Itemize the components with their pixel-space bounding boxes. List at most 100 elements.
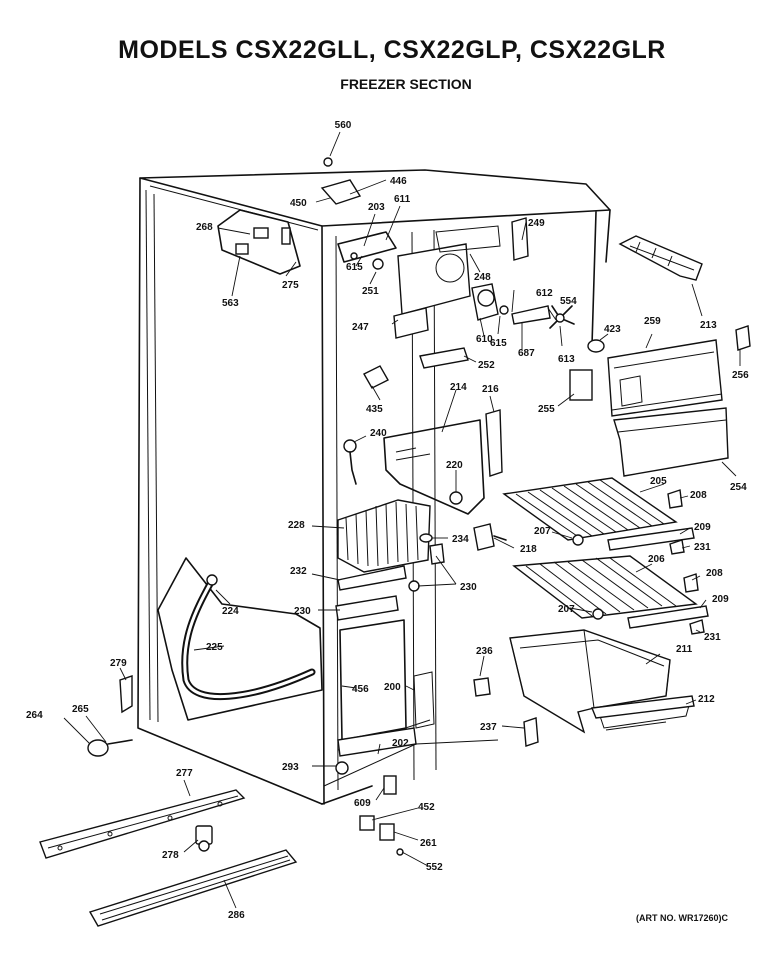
part-label: 452 <box>418 802 435 813</box>
part-label: 275 <box>282 280 299 291</box>
part-234 <box>419 533 433 543</box>
part-label: 225 <box>206 642 223 653</box>
part-label: 203 <box>368 202 385 213</box>
roller-264-265 <box>87 739 133 757</box>
part-label: 293 <box>282 762 299 773</box>
part-label: 446 <box>390 176 407 187</box>
part-label: 231 <box>704 632 721 643</box>
ice-tray-213 <box>618 235 703 281</box>
part-label: 278 <box>162 850 179 861</box>
part-label: 264 <box>26 710 43 721</box>
part-label: 208 <box>690 490 707 501</box>
ice-bucket-259 <box>607 339 723 417</box>
part-label: 208 <box>706 568 723 579</box>
part-label: 230 <box>460 582 477 593</box>
part-label: 611 <box>394 194 411 205</box>
part-label: 259 <box>644 316 661 327</box>
drain-panel-224 <box>157 557 323 721</box>
door-panel-254 <box>613 407 729 477</box>
screw-552 <box>396 848 404 856</box>
socket-435 <box>363 365 389 389</box>
part-label: 232 <box>290 566 307 577</box>
bracket-237 <box>523 717 539 747</box>
heater-240 <box>343 439 357 485</box>
fan-motor-610 <box>471 283 509 321</box>
part-label: 218 <box>520 544 537 555</box>
part-label: 423 <box>604 324 621 335</box>
part-label: 563 <box>222 298 239 309</box>
part-label: 261 <box>420 838 437 849</box>
part-label: 265 <box>72 704 89 715</box>
part-label: 615 <box>490 338 507 349</box>
shelf-end-207b <box>592 608 604 620</box>
channel-216 <box>485 409 503 477</box>
clip-208b <box>683 573 699 593</box>
roller-293 <box>335 761 349 775</box>
part-label: 216 <box>482 384 499 395</box>
cam-609 <box>383 775 397 795</box>
grille-286 <box>88 849 298 927</box>
page-subtitle: FREEZER SECTION <box>340 76 472 92</box>
part-label: 277 <box>176 768 193 779</box>
bracket-230 <box>335 595 399 621</box>
part-label: 612 <box>536 288 553 299</box>
evaporator-coil-228 <box>337 499 431 573</box>
clip-208 <box>667 489 683 509</box>
part-label: 687 <box>518 348 535 359</box>
part-label: 230 <box>294 606 311 617</box>
part-label: 224 <box>222 606 239 617</box>
part-label: 209 <box>694 522 711 533</box>
basket-rail-212 <box>591 695 695 719</box>
part-label: 252 <box>478 360 495 371</box>
part-label: 456 <box>352 684 369 695</box>
part-label: 256 <box>732 370 749 381</box>
clip-230 <box>429 543 445 565</box>
shelf-rail-209 <box>607 527 695 551</box>
panel-200 <box>413 671 435 729</box>
part-label: 249 <box>528 218 545 229</box>
clip-256 <box>735 325 751 351</box>
part-label: 254 <box>730 482 747 493</box>
damper-446 <box>320 179 362 205</box>
art-number: (ART NO. WR17260)C <box>635 913 728 923</box>
screw-230 <box>408 580 420 592</box>
front-rail-277 <box>39 789 246 859</box>
part-label: 279 <box>110 658 127 669</box>
part-label: 237 <box>480 722 497 733</box>
fan-blade-613 <box>549 305 575 329</box>
part-label: 207 <box>534 526 551 537</box>
bracket-612 <box>511 305 551 325</box>
part-label: 231 <box>694 542 711 553</box>
part-label: 610 <box>476 334 493 345</box>
part-label: 212 <box>698 694 715 705</box>
plate-255 <box>569 369 593 401</box>
plate-202 <box>337 727 417 757</box>
part-label: 255 <box>538 404 555 415</box>
screw-560 <box>323 157 333 167</box>
part-label: 554 <box>560 296 577 307</box>
part-label: 205 <box>650 476 667 487</box>
caster-278 <box>195 825 213 852</box>
wire-shelf-205 <box>502 477 678 541</box>
part-label: 248 <box>474 272 491 283</box>
part-label: 268 <box>196 222 213 233</box>
part-label: 213 <box>700 320 717 331</box>
part-label: 613 <box>558 354 575 365</box>
clip-231 <box>669 539 685 555</box>
part-label: 200 <box>384 682 401 693</box>
evap-cover-top <box>337 217 529 339</box>
control-panel-268 <box>217 209 301 275</box>
part-label: 211 <box>676 644 693 655</box>
shelf-rail-209b <box>627 605 709 629</box>
part-label: 286 <box>228 910 245 921</box>
shelf-end-207 <box>572 534 584 546</box>
part-label: 206 <box>648 554 665 565</box>
evaporator-cover-214 <box>383 419 485 515</box>
thermostat-218 <box>473 523 507 551</box>
part-label: 207 <box>558 604 575 615</box>
part-label: 615 <box>346 262 363 273</box>
part-label: 251 <box>362 286 379 297</box>
plate-452 <box>359 815 375 831</box>
back-panel-456 <box>339 619 407 741</box>
